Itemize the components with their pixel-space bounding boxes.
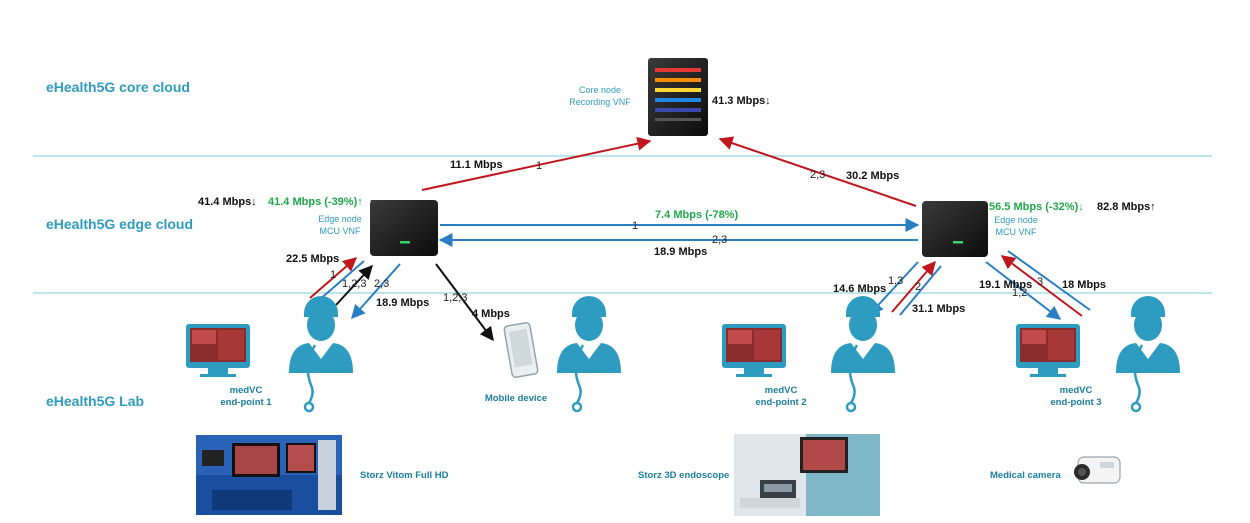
link-edge1-core-rate: 11.1 Mbps	[450, 159, 503, 171]
edge-node-2-saved-rate: 56.5 Mbps (-32%)↓	[989, 201, 1084, 213]
ep1-caption-1: medVC	[230, 385, 263, 396]
endo3d-caption: Storz 3D endoscope	[638, 470, 729, 481]
link-ep1-up-tag: 1	[330, 269, 336, 281]
edge-server-2-icon	[922, 201, 988, 257]
ep2-caption-2: end-point 2	[755, 397, 806, 408]
link-edge2-edge1-rate: 18.9 Mbps	[654, 246, 707, 258]
link-ep3-up-red	[1000, 255, 1083, 317]
link-ep1-down	[351, 263, 401, 320]
link-ep3-up-blue	[1007, 250, 1091, 311]
edge-node-1-down-rate: 41.4 Mbps↓	[198, 196, 257, 208]
layer-label-lab: eHealth5G Lab	[46, 393, 144, 409]
link-ep3-up-rate: 18 Mbps	[1062, 279, 1106, 291]
link-ep2-up-red	[891, 260, 936, 313]
link-edge2-core-rate: 30.2 Mbps	[846, 170, 899, 182]
link-ep1-black	[335, 264, 373, 306]
link-edge2-core-tag: 2,3	[810, 169, 825, 181]
link-mobile-tag: 1,2,3	[443, 292, 467, 304]
link-ep2-up-tag: 2	[915, 281, 921, 293]
edge-node-1-up-rate: 41.4 Mbps (-39%)↑	[268, 196, 363, 208]
link-ep3-down-rate: 19.1 Mbps	[979, 279, 1032, 291]
medical-camera-icon	[1074, 456, 1121, 484]
ep3-caption-2: end-point 3	[1050, 397, 1101, 408]
camera-caption: Medical camera	[990, 470, 1061, 481]
ep3-monitor-icon	[1016, 324, 1080, 377]
ep3-caption-1: medVC	[1060, 385, 1093, 396]
edge-node-2-caption-1: Edge node	[994, 215, 1038, 225]
edge-node-1-caption-1: Edge node	[318, 214, 362, 224]
link-mobile	[435, 263, 494, 342]
link-ep2-down-tag: 1,3	[888, 275, 903, 287]
layer-label-core: eHealth5G core cloud	[46, 79, 190, 95]
core-node-caption-2: Recording VNF	[569, 97, 631, 107]
edge-node-1-caption-2: MCU VNF	[320, 226, 361, 236]
link-edge1-edge2-tag: 1	[632, 220, 638, 232]
link-ep1-black-tag: 1,2,3	[342, 278, 366, 290]
link-edge2-core	[718, 136, 917, 207]
ep2-monitor-icon	[722, 324, 786, 377]
storz-3d-endoscope-photo	[734, 434, 880, 516]
link-ep2-down-rate: 14.6 Mbps	[833, 283, 886, 295]
vitom-caption: Storz Vitom Full HD	[360, 470, 449, 481]
ep3-doctor-icon	[1114, 294, 1182, 413]
mobile-doctor-icon	[555, 294, 623, 413]
core-node-caption-1: Core node	[579, 85, 621, 95]
link-ep2-up-blue	[899, 265, 942, 316]
link-ep1-up-rate: 22.5 Mbps	[286, 253, 339, 265]
ep2-doctor-icon	[829, 294, 897, 413]
mobile-caption: Mobile device	[485, 393, 547, 404]
link-edge1-core	[421, 136, 652, 191]
link-edge1-edge2-rate: 7.4 Mbps (-78%)	[655, 209, 738, 221]
edge-node-2-up-rate: 82.8 Mbps↑	[1097, 201, 1156, 213]
link-ep3-down-tag: 1,2	[1012, 287, 1027, 299]
ep1-monitor-icon	[186, 324, 250, 377]
link-ep3-down	[985, 261, 1062, 320]
link-mobile-rate: 4 Mbps	[472, 308, 510, 320]
edge-node-2-caption-2: MCU VNF	[996, 227, 1037, 237]
core-server-icon	[648, 58, 708, 136]
core-node-rate: 41.3 Mbps↓	[712, 95, 771, 107]
edge-server-1-icon	[370, 200, 438, 256]
link-ep1-down-rate: 18.9 Mbps	[376, 297, 429, 309]
ep1-doctor-icon	[287, 294, 355, 413]
link-edge2-edge1-tag: 2,3	[712, 234, 727, 246]
ep1-caption-2: end-point 1	[220, 397, 272, 408]
layer-label-edge: eHealth5G edge cloud	[46, 216, 193, 232]
link-ep1-up-blue	[317, 260, 365, 302]
link-ep2-up-rate: 31.1 Mbps	[912, 303, 965, 315]
link-ep1-down-tag: 2,3	[374, 278, 389, 290]
mobile-device-icon	[503, 322, 539, 378]
storz-vitom-photo	[196, 435, 342, 515]
link-ep1-up-red	[309, 257, 358, 299]
link-ep3-up-tag: 3	[1037, 276, 1043, 288]
ep2-caption-1: medVC	[765, 385, 798, 396]
link-edge1-core-tag: 1	[536, 160, 542, 172]
